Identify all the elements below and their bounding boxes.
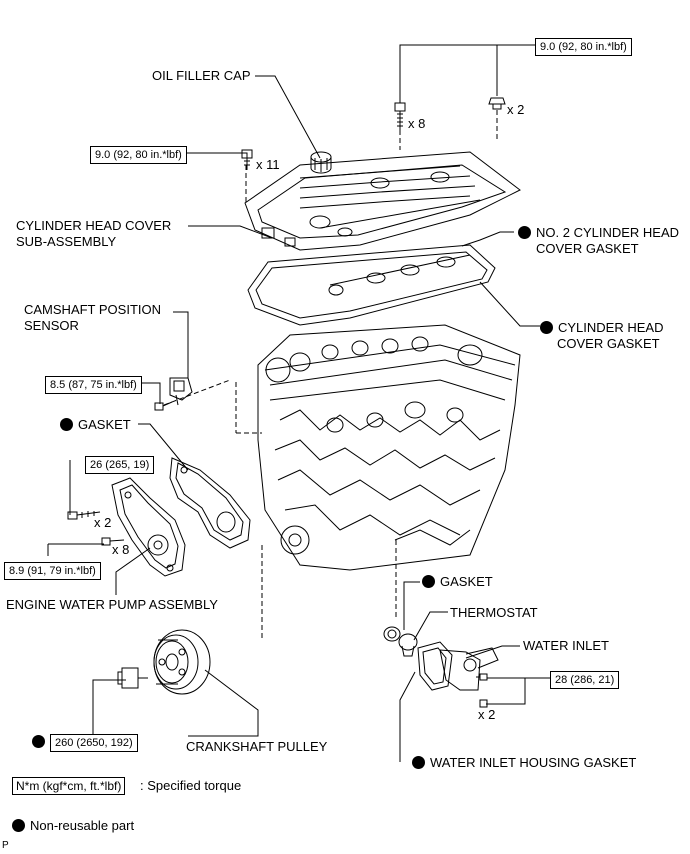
- non-reusable-dot-icon: [32, 735, 45, 748]
- label-water-inlet-housing-gasket: WATER INLET HOUSING GASKET: [412, 755, 636, 771]
- oil-filler-cap-icon: [310, 151, 332, 174]
- label-head-cover-gasket-line2: COVER GASKET: [557, 336, 660, 351]
- label-camshaft-sensor: CAMSHAFT POSITION: [24, 302, 161, 317]
- torque-spec-top-right: 9.0 (92, 80 in.*lbf): [535, 38, 632, 56]
- bolt-icon: [67, 511, 101, 520]
- non-reusable-dot-icon: [422, 575, 435, 588]
- non-reusable-dot-icon: [412, 756, 425, 769]
- corner-mark: P: [2, 840, 9, 851]
- label-thermostat: THERMOSTAT: [450, 605, 538, 620]
- bolt-icon: [394, 102, 406, 130]
- torque-spec-top-left: 9.0 (92, 80 in.*lbf): [90, 146, 187, 164]
- crankshaft-bolt-icon: [117, 667, 148, 689]
- label-water-inlet-housing-gasket-text: WATER INLET HOUSING GASKET: [430, 755, 637, 770]
- crankshaft-pulley-icon: [153, 629, 211, 695]
- torque-spec-pump-lower: 8.9 (91, 79 in.*lbf): [4, 562, 101, 580]
- label-head-cover-gasket: CYLINDER HEAD: [540, 320, 663, 336]
- qty-water-inlet-fasteners: x 2: [478, 707, 496, 722]
- nut-icon: [479, 699, 488, 708]
- label-head-cover-gasket-text: CYLINDER HEAD: [558, 320, 664, 335]
- label-water-inlet: WATER INLET: [523, 638, 609, 653]
- bolt-icon: [476, 673, 488, 681]
- no2-gasket-ring-icon: [328, 254, 471, 296]
- bolt-icon: [101, 537, 125, 546]
- label-thermostat-gasket-text: GASKET: [440, 574, 493, 589]
- non-reusable-dot-icon: [518, 226, 531, 239]
- non-reusable-dot-icon: [540, 321, 553, 334]
- water-inlet-icon: [439, 647, 499, 691]
- qty-nuts-top: x 2: [507, 102, 525, 117]
- qty-bolts-pump-lower: x 8: [112, 542, 130, 557]
- torque-spec-camshaft-sensor: 8.5 (87, 75 in.*lbf): [45, 376, 142, 394]
- legend-torque-description: : Specified torque: [140, 778, 242, 793]
- label-crankshaft-pulley: CRANKSHAFT PULLEY: [186, 739, 328, 754]
- qty-bolts-cover: x 11: [256, 157, 280, 172]
- torque-spec-crankshaft: 260 (2650, 192): [50, 734, 138, 752]
- qty-bolts-pump-upper: x 2: [94, 515, 112, 530]
- label-pump-gasket-text: GASKET: [78, 417, 131, 432]
- water-inlet-housing-gasket-icon: [417, 641, 453, 691]
- thermostat-icon: [398, 633, 418, 657]
- label-thermostat-gasket: GASKET: [422, 574, 493, 590]
- non-reusable-dot-icon: [60, 418, 73, 431]
- engine-block-icon: [257, 324, 521, 571]
- bolt-icon: [154, 401, 173, 411]
- legend-torque-unit: N*m (kgf*cm, ft.*lbf): [12, 777, 126, 795]
- water-pump-gasket-icon: [169, 457, 251, 549]
- label-water-pump: ENGINE WATER PUMP ASSEMBLY: [6, 597, 218, 612]
- torque-spec-water-inlet: 28 (286, 21): [550, 671, 620, 689]
- cylinder-head-cover-gasket-icon: [247, 244, 496, 326]
- thermostat-gasket-icon: [383, 626, 401, 642]
- torque-spec-pump-upper: 26 (265, 19): [85, 456, 155, 474]
- label-camshaft-sensor-line2: SENSOR: [24, 318, 79, 333]
- label-no2-head-cover-gasket-text: NO. 2 CYLINDER HEAD: [536, 225, 680, 240]
- bolt-icon: [241, 149, 253, 170]
- label-cylinder-head-cover-sub: SUB-ASSEMBLY: [16, 234, 117, 249]
- qty-bolts-top: x 8: [408, 116, 426, 131]
- non-reusable-dot-icon: [12, 819, 25, 832]
- label-no2-head-cover-gasket: NO. 2 CYLINDER HEAD: [518, 225, 679, 241]
- camshaft-position-sensor-icon: [169, 377, 193, 406]
- label-cylinder-head-cover: CYLINDER HEAD COVER: [16, 218, 172, 233]
- cylinder-head-cover-icon: [244, 151, 521, 251]
- nut-icon: [488, 97, 506, 110]
- label-pump-gasket: GASKET: [60, 417, 131, 433]
- water-pump-icon: [111, 477, 186, 577]
- legend-non-reusable-text: Non-reusable part: [30, 818, 135, 833]
- label-oil-filler-cap: OIL FILLER CAP: [152, 68, 251, 83]
- label-no2-head-cover-gasket-line2: COVER GASKET: [536, 241, 639, 256]
- legend-non-reusable: Non-reusable part: [12, 818, 134, 834]
